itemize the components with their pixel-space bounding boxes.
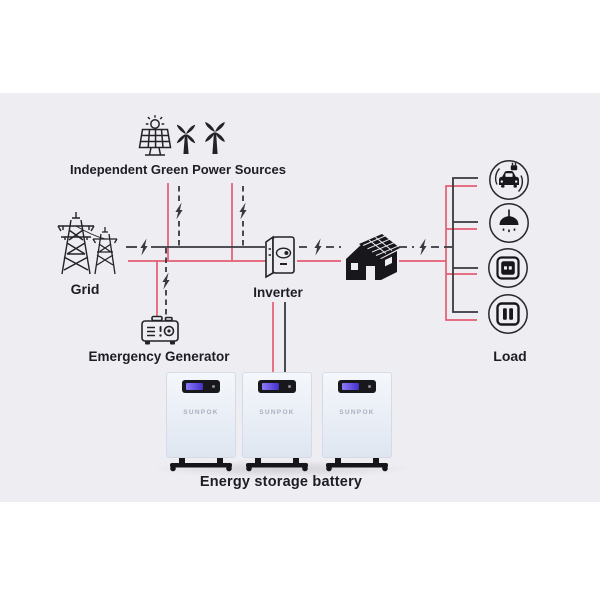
bolt-source-2-icon: [239, 202, 247, 220]
solar-house-icon: [346, 234, 400, 280]
solar-roof-grid: [362, 235, 399, 256]
battery-display: [258, 380, 296, 393]
lamp-shade: [499, 216, 519, 225]
battery-stand: [246, 458, 308, 472]
battery-brand: SUNPOK: [259, 409, 295, 416]
grid-label: Grid: [70, 281, 100, 297]
battery-screen: [186, 383, 203, 390]
battery-stand: [170, 458, 232, 472]
battery-button-icon: [288, 385, 291, 388]
transmission-tower-icon: [92, 227, 118, 275]
transmission-tower-icon: [57, 212, 106, 275]
ev-charger-icon: [489, 160, 529, 200]
grid-towers-icon: [57, 212, 118, 275]
socket-slots: [503, 308, 513, 320]
ev-car-details: [500, 173, 518, 183]
inverter-label: Inverter: [253, 285, 303, 300]
bolt-house-load-icon: [419, 238, 427, 256]
lightning-bolts: [140, 202, 427, 290]
wall-outlet-icon: [488, 248, 528, 288]
battery-unit: SUNPOK: [166, 372, 236, 458]
battery-stand: [326, 458, 388, 472]
battery-screen: [342, 383, 359, 390]
green-power-sources-icon: [138, 115, 225, 156]
green-sources-label: Independent Green Power Sources: [70, 162, 286, 177]
inverter-panel: [268, 247, 292, 265]
house-openings: [351, 256, 392, 280]
emergency-generator-icon: [141, 315, 179, 345]
outlet-holes: [504, 266, 512, 270]
battery-brand: SUNPOK: [183, 409, 219, 416]
battery-button-icon: [368, 385, 371, 388]
inverter-switch-dot: [284, 251, 289, 255]
battery-display: [338, 380, 376, 393]
generator-body: [141, 315, 179, 342]
bolt-generator-icon: [162, 272, 170, 290]
battery-display: [182, 380, 220, 393]
energy-storage-battery-label: Energy storage battery: [199, 474, 363, 490]
ev-arcs: [494, 162, 524, 192]
bolt-source-1-icon: [175, 202, 183, 220]
black-wires: [126, 177, 478, 372]
bolt-grid-icon: [140, 238, 148, 256]
battery-unit: SUNPOK: [322, 372, 392, 458]
generator-details: [145, 326, 175, 345]
solar-panel-icon: [138, 115, 172, 156]
socket-frame: [496, 302, 520, 326]
outlet-frame: [496, 256, 520, 280]
outlet-face: [501, 261, 515, 275]
power-socket-icon: [488, 294, 528, 334]
emergency-generator-label: Emergency Generator: [88, 349, 230, 364]
battery-brand: SUNPOK: [339, 409, 375, 416]
wire-red-load-bracket: [445, 185, 477, 321]
wind-turbine-icon: [176, 124, 196, 154]
battery-button-icon: [212, 385, 215, 388]
inverter-icon: [265, 235, 295, 279]
bolt-inverter-house-icon: [314, 238, 322, 256]
ev-car: [499, 165, 519, 188]
load-label: Load: [493, 348, 527, 364]
battery-unit: SUNPOK: [242, 372, 312, 458]
red-wires: [128, 183, 477, 372]
lamp-rays: [502, 228, 516, 233]
pendant-lamp-icon: [489, 203, 529, 243]
wire-black-load-bracket: [452, 177, 478, 313]
battery-screen: [262, 383, 279, 390]
wind-turbine-icon: [205, 122, 225, 154]
inverter-cabinet: [265, 235, 295, 279]
